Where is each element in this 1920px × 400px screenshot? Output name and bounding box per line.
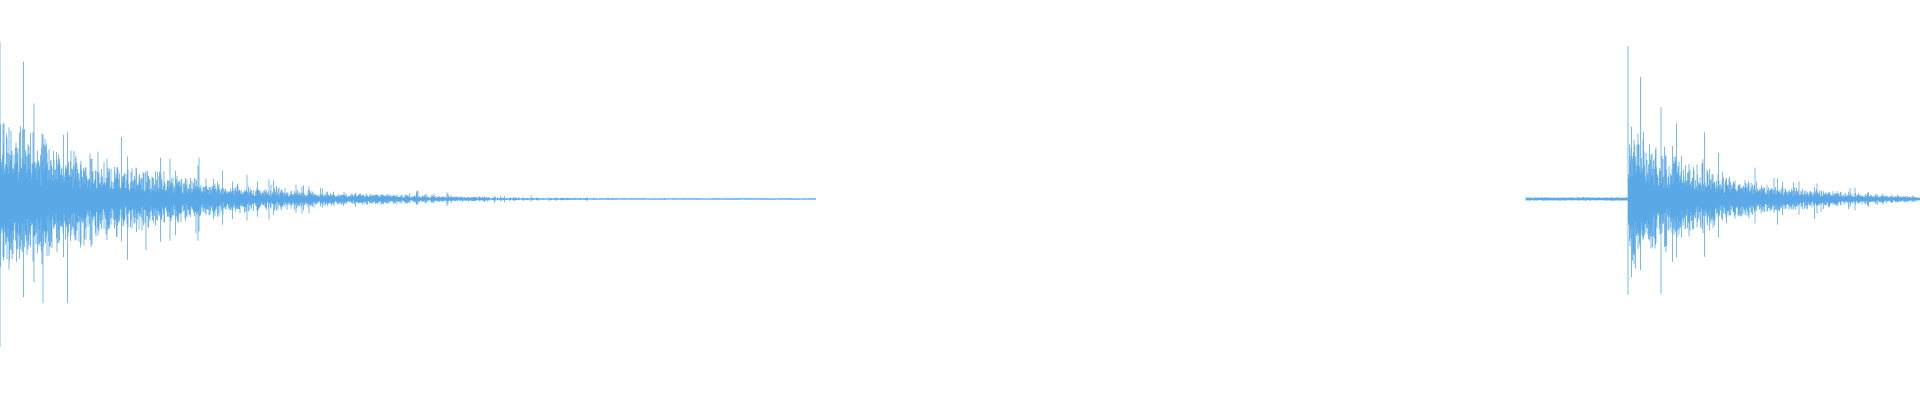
waveform-trace — [0, 42, 1920, 347]
waveform-samples — [0, 42, 1920, 347]
